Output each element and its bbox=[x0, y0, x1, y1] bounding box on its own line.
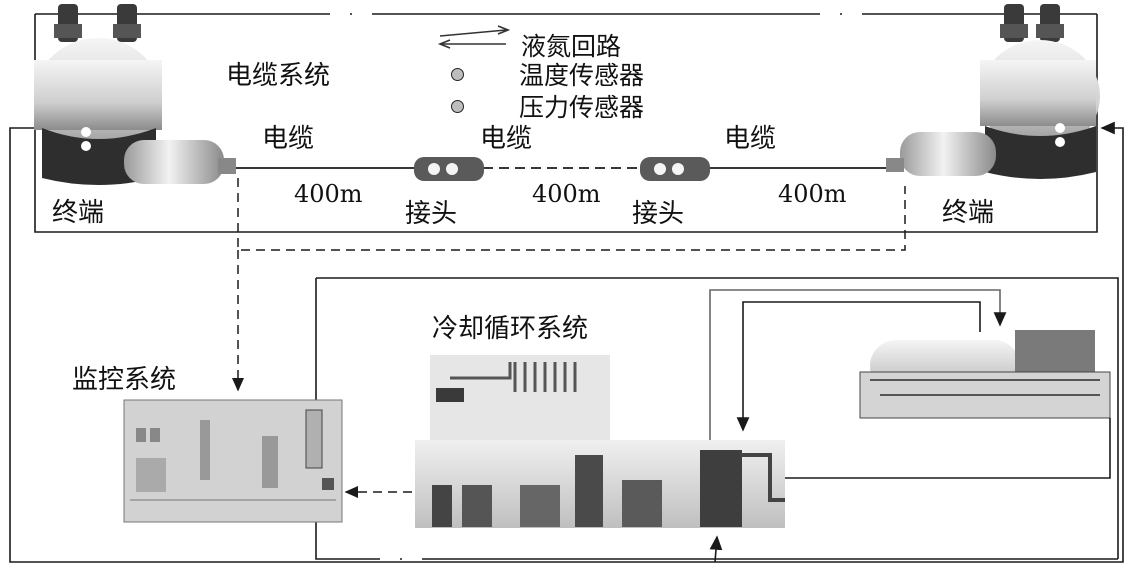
cable-label-3: 电缆 bbox=[724, 124, 777, 154]
legend-loop-icon bbox=[437, 25, 511, 49]
terminal-right-label: 终端 bbox=[942, 198, 995, 228]
legend-temp-label: 温度传感器 bbox=[519, 61, 645, 90]
refrigerator-equipment bbox=[859, 330, 1111, 419]
terminal-right-equipment bbox=[886, 4, 1100, 179]
cooling-system-frame bbox=[315, 277, 1119, 560]
temp-sensor-icon bbox=[451, 67, 464, 81]
cooling-plant-equipment bbox=[415, 355, 785, 528]
refrigerator-loop-lines bbox=[709, 289, 1111, 479]
cable-label-2: 电缆 bbox=[480, 124, 533, 154]
legend-loop-label: 液氮回路 bbox=[521, 32, 622, 61]
joint-2-equipment bbox=[640, 157, 710, 181]
cable-system-title: 电缆系统 bbox=[226, 61, 331, 91]
monitor-screen bbox=[123, 399, 343, 523]
legend-pressure-label: 压力传感器 bbox=[519, 93, 645, 122]
outer-return-loop bbox=[9, 121, 1124, 563]
length-1: 400m bbox=[294, 180, 363, 208]
monitor-signal-lines bbox=[232, 178, 906, 498]
joint-1-label: 接头 bbox=[405, 199, 458, 229]
legend-pressure: 压力传感器 bbox=[451, 88, 644, 124]
terminal-left-equipment bbox=[34, 4, 236, 185]
monitor-system-title: 监控系统 bbox=[72, 365, 177, 395]
cable-label-1: 电缆 bbox=[262, 124, 315, 154]
joint-1-equipment bbox=[414, 157, 484, 181]
legend-loop: 液氮回路 bbox=[521, 27, 621, 63]
length-2: 400m bbox=[532, 180, 601, 208]
joint-2-label: 接头 bbox=[632, 199, 685, 229]
pressure-sensor-icon bbox=[451, 99, 464, 113]
legend-temp: 温度传感器 bbox=[451, 56, 644, 92]
length-3: 400m bbox=[778, 180, 847, 208]
cooling-system-title: 冷却循环系统 bbox=[432, 314, 589, 344]
terminal-left-label: 终端 bbox=[52, 198, 105, 228]
